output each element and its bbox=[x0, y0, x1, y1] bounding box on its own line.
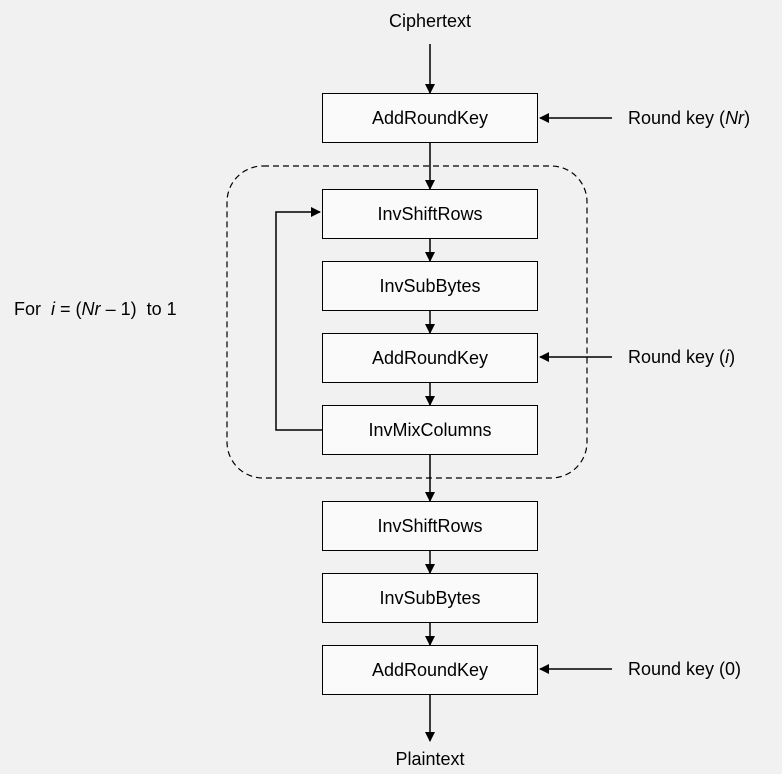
round-key-nr-label: Round key (Nr) bbox=[628, 108, 751, 128]
ciphertext-label: Ciphertext bbox=[388, 11, 472, 31]
loop-region bbox=[226, 165, 588, 479]
inv-sub-bytes-final-box: InvSubBytes bbox=[322, 573, 538, 623]
loop-range-label: For i = (Nr – 1) to 1 bbox=[14, 299, 177, 319]
inv-shift-rows-loop-box: InvShiftRows bbox=[322, 189, 538, 239]
plaintext-label: Plaintext bbox=[395, 749, 465, 769]
loop-back-arrow bbox=[275, 207, 322, 431]
round-key-0-label: Round key (0) bbox=[628, 659, 742, 679]
round-key-i-label: Round key (i) bbox=[628, 347, 736, 367]
add-round-key-final-box: AddRoundKey bbox=[322, 645, 538, 695]
add-round-key-loop-box: AddRoundKey bbox=[322, 333, 538, 383]
add-round-key-initial-box: AddRoundKey bbox=[322, 93, 538, 143]
inv-sub-bytes-loop-box: InvSubBytes bbox=[322, 261, 538, 311]
inv-shift-rows-final-box: InvShiftRows bbox=[322, 501, 538, 551]
inv-mix-columns-box: InvMixColumns bbox=[322, 405, 538, 455]
